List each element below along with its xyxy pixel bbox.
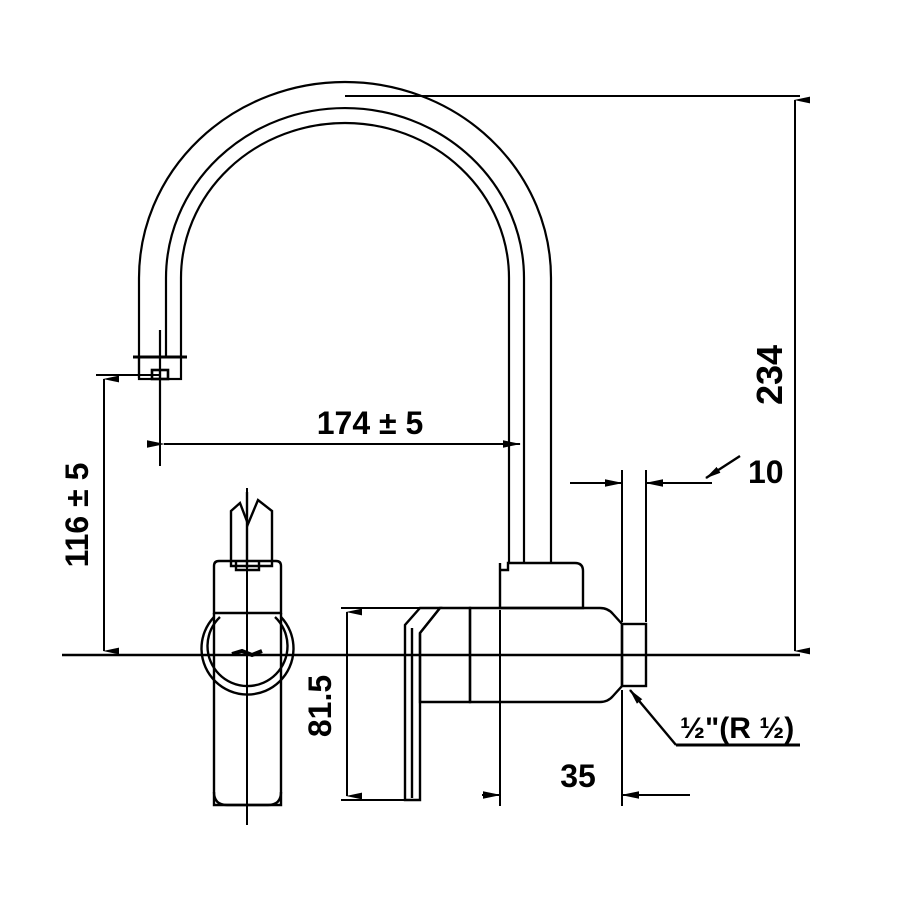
leader-line-10	[705, 454, 741, 480]
thread-leader-line	[629, 689, 677, 746]
cartridge-collar	[212, 559, 283, 615]
dimension-174-label: 174 ± 5	[317, 405, 424, 441]
dimension-10-label: 10	[748, 454, 784, 490]
spout-inner-wall	[179, 121, 511, 563]
dimension-234-group: 234	[345, 95, 810, 655]
handle-front-view	[200, 488, 295, 825]
spout-outer-wall	[137, 80, 553, 563]
dimension-35-group: 35	[482, 610, 690, 806]
ball-index-mark	[231, 648, 263, 658]
dimension-81-5-group: 81.5	[302, 607, 420, 801]
dimension-10-group: 10	[570, 454, 784, 622]
thread-callout-label: ½"(R ½)	[680, 712, 794, 745]
dimension-35-label: 35	[560, 758, 596, 794]
spout-riser-collar	[498, 561, 585, 610]
gooseneck-spout-geometry	[137, 80, 553, 563]
dimension-81-5-label: 81.5	[302, 675, 338, 737]
dimension-174-group: 174 ± 5	[147, 300, 525, 466]
dimension-234-label: 234	[749, 345, 790, 405]
lever-blade	[229, 498, 274, 568]
dimension-116-group: 116 ± 5	[59, 374, 160, 655]
dimension-116-label: 116 ± 5	[59, 463, 95, 568]
thread-callout-group: ½"(R ½)	[629, 689, 800, 747]
spout-middle-wall	[164, 106, 526, 563]
